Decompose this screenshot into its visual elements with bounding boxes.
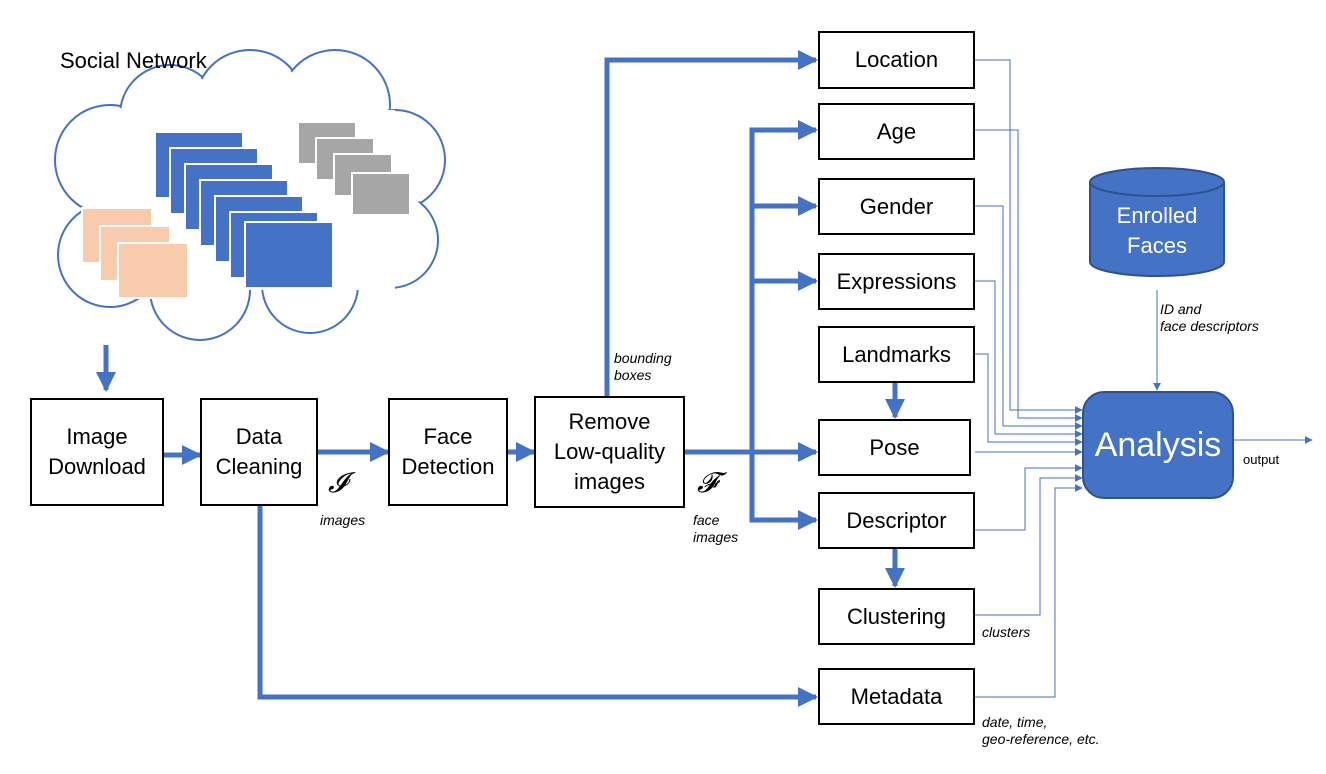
pipeline-arrows bbox=[96, 50, 905, 707]
gray-image-stack bbox=[297, 121, 411, 216]
social-network-title: Social Network bbox=[60, 48, 207, 73]
face-images-label: face images bbox=[693, 512, 739, 545]
remove-low-quality-box[interactable]: Remove Low-quality images bbox=[534, 396, 685, 508]
enrolled-faces-label: Enrolled Faces bbox=[1116, 203, 1198, 258]
age-box[interactable]: Age bbox=[818, 103, 975, 160]
peach-image-stack bbox=[81, 207, 189, 299]
analysis-box[interactable]: Analysis bbox=[1082, 391, 1234, 499]
id-descriptors-label: ID and face descriptors bbox=[1160, 301, 1259, 334]
metadata-box[interactable]: Metadata bbox=[818, 668, 975, 725]
metadata-note-label: date, time, geo-reference, etc. bbox=[982, 714, 1100, 747]
data-cleaning-box[interactable]: Data Cleaning bbox=[200, 398, 318, 506]
clustering-box[interactable]: Clustering bbox=[818, 588, 975, 645]
expressions-box[interactable]: Expressions bbox=[818, 253, 975, 310]
landmarks-box[interactable]: Landmarks bbox=[818, 326, 975, 383]
faces-symbol: 𝓕 bbox=[697, 466, 718, 499]
bounding-boxes-label: bounding boxes bbox=[614, 350, 672, 383]
images-label: images bbox=[320, 512, 366, 528]
location-box[interactable]: Location bbox=[818, 31, 975, 89]
analysis-connectors bbox=[975, 59, 1313, 698]
database-cylinder bbox=[1089, 167, 1225, 277]
pose-box[interactable]: Pose bbox=[818, 419, 971, 476]
descriptor-box[interactable]: Descriptor bbox=[818, 492, 975, 549]
clusters-label: clusters bbox=[982, 624, 1031, 640]
image-download-box[interactable]: Image Download bbox=[30, 398, 164, 506]
gender-box[interactable]: Gender bbox=[818, 178, 975, 235]
blue-image-stack bbox=[154, 131, 334, 289]
face-detection-box[interactable]: Face Detection bbox=[388, 398, 508, 506]
output-label: output bbox=[1243, 452, 1280, 467]
images-symbol: 𝓘 bbox=[328, 466, 347, 499]
